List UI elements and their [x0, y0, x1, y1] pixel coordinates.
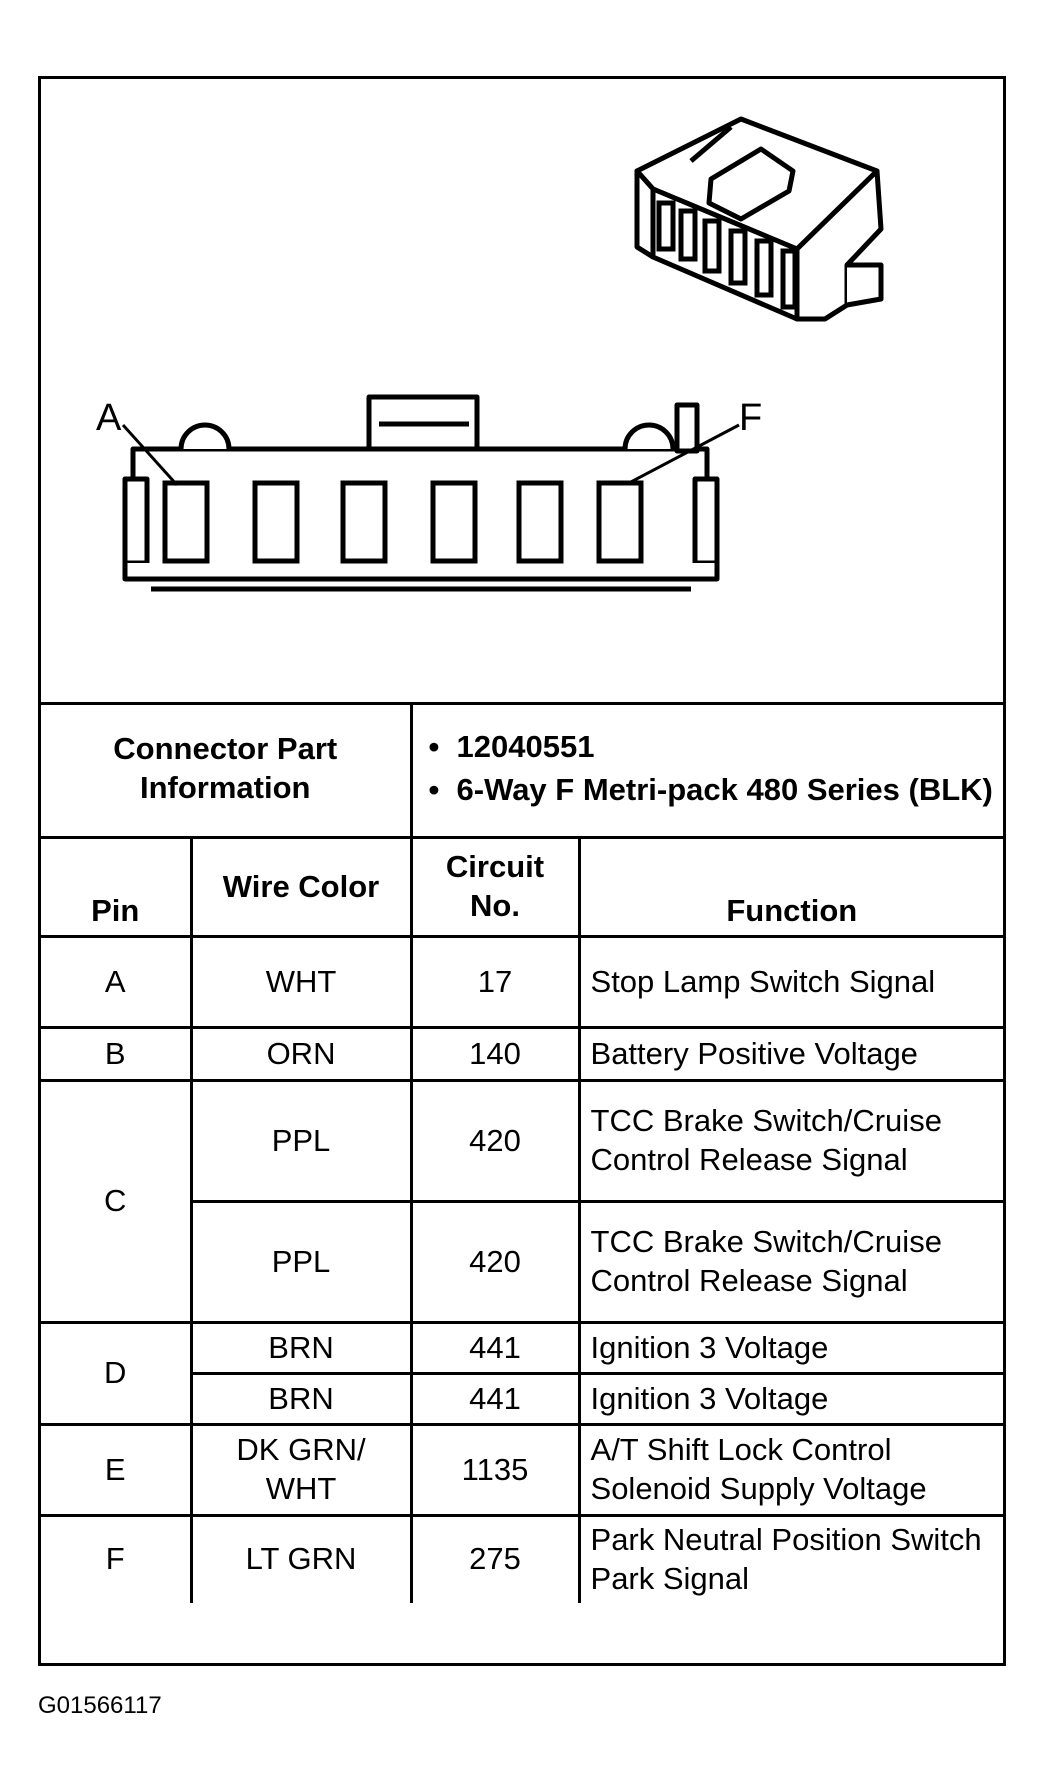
circuit-cell: 1135 [409, 1423, 581, 1517]
pin-cell: F [41, 1514, 193, 1603]
table-header-row: Pin Wire Color Circuit No. Function [41, 836, 1004, 938]
wire-color-cell: LT GRN [189, 1514, 413, 1603]
connector-info-values: 12040551 6-Way F Metri-pack 480 Series (… [409, 702, 1004, 839]
function-cell: Ignition 3 Voltage [577, 1372, 1004, 1426]
circuit-cell: 420 [409, 1200, 581, 1324]
connector-drawing [121, 116, 884, 592]
function-cell: Stop Lamp Switch Signal [577, 935, 1004, 1029]
pin-cell: C [41, 1079, 193, 1324]
function-cell: A/T Shift Lock Control Solenoid Supply V… [577, 1423, 1004, 1517]
circuit-cell: 441 [409, 1372, 581, 1426]
pin-leader-lines [121, 423, 740, 487]
connector-3d-view [634, 116, 884, 322]
pin-cell: A [41, 935, 193, 1029]
table-row: C PPL 420 TCC Brake Switch/Cruise Contro… [41, 1079, 1004, 1324]
connector-info-row: Connector Part Information 12040551 6-Wa… [41, 702, 1004, 839]
col-header-wire-color: Wire Color [189, 836, 413, 938]
function-cell: Battery Positive Voltage [577, 1026, 1004, 1082]
function-cell: TCC Brake Switch/Cruise Control Release … [577, 1079, 1004, 1203]
connector-front-cavities [162, 480, 644, 564]
table-row: D BRN 441 Ignition 3 Voltage [41, 1321, 1004, 1426]
pin-cell: D [41, 1321, 193, 1426]
table-row: F LT GRN 275 Park Neutral Position Switc… [41, 1514, 1004, 1603]
col-header-pin: Pin [41, 836, 193, 938]
pin-a-label: A [96, 397, 122, 439]
connector-description: 6-Way F Metri-pack 480 Series (BLK) [423, 771, 994, 810]
circuit-cell: 441 [409, 1321, 581, 1375]
connector-info-label: Connector Part Information [41, 702, 413, 839]
wire-color-cell: BRN [189, 1321, 413, 1375]
table-row: PPL 420 TCC Brake Switch/Cruise Control … [41, 1200, 1004, 1324]
table-row: B ORN 140 Battery Positive Voltage [41, 1026, 1004, 1082]
wire-color-cell: PPL [189, 1079, 413, 1203]
circuit-cell: 17 [409, 935, 581, 1029]
function-cell: TCC Brake Switch/Cruise Control Release … [577, 1200, 1004, 1324]
function-cell: Ignition 3 Voltage [577, 1321, 1004, 1375]
pin-f-label: F [739, 397, 763, 439]
wire-color-cell: PPL [191, 1200, 413, 1324]
col-header-circuit: Circuit No. [409, 836, 581, 938]
pin-cell: E [41, 1423, 193, 1517]
circuit-cell: 140 [409, 1026, 581, 1082]
table-row: E DK GRN/ WHT 1135 A/T Shift Lock Contro… [41, 1423, 1004, 1517]
figure-code: G01566117 [38, 1692, 162, 1719]
col-header-function: Function [577, 836, 1004, 938]
function-cell: Park Neutral Position Switch Park Signal [577, 1514, 1004, 1603]
connector-part-number: 12040551 [423, 728, 994, 767]
wire-color-cell: WHT [189, 935, 413, 1029]
pin-cell: B [41, 1026, 193, 1082]
table-row: BRN 441 Ignition 3 Voltage [41, 1372, 1004, 1426]
wire-color-cell: ORN [189, 1026, 413, 1082]
connector-3d-cavities [656, 200, 798, 310]
wire-color-cell: BRN [191, 1372, 413, 1426]
connector-illustration: A F [41, 79, 1003, 705]
circuit-cell: 420 [409, 1079, 581, 1203]
wire-color-cell: DK GRN/ WHT [189, 1423, 413, 1517]
connector-pinout-table: Connector Part Information 12040551 6-Wa… [41, 702, 1004, 1603]
table-row: A WHT 17 Stop Lamp Switch Signal [41, 935, 1004, 1029]
circuit-cell: 275 [409, 1514, 581, 1603]
connector-document-frame: A F Connector Part Information 12040551 … [38, 76, 1006, 1666]
